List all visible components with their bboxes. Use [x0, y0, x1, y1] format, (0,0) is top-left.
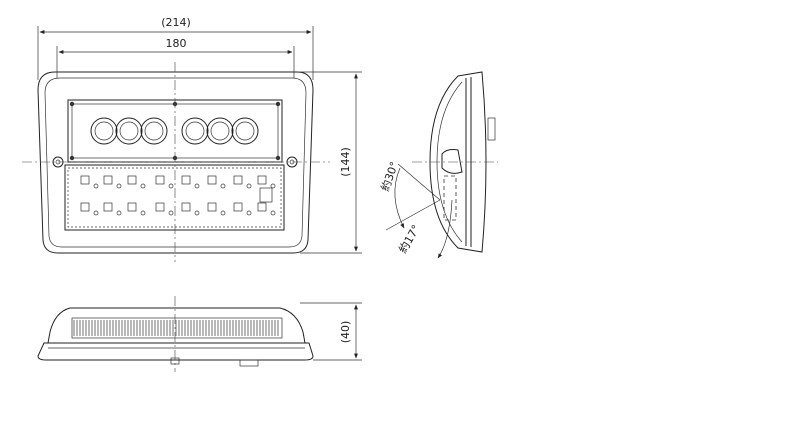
led-dot: [140, 183, 146, 189]
led-dot: [93, 210, 99, 216]
led-dot: [168, 210, 174, 216]
led-dot: [93, 183, 99, 189]
led-dot: [194, 183, 200, 189]
height-label: (144): [339, 147, 352, 177]
led-cell: [155, 175, 165, 185]
led-grid: [80, 175, 276, 216]
led-cell: [181, 202, 191, 212]
led-cell: [127, 202, 137, 212]
led-dot: [116, 210, 122, 216]
dim-height: (144): [300, 71, 362, 254]
led-cell: [257, 175, 267, 185]
bottom-view: [37, 296, 314, 372]
led-dot: [246, 183, 252, 189]
led-cell: [207, 202, 217, 212]
led-dot: [220, 183, 226, 189]
led-cell: [103, 202, 113, 212]
led-cell: [127, 175, 137, 185]
depth-label: (40): [339, 321, 352, 344]
led-dot: [270, 210, 276, 216]
dim-overall-width: (214): [37, 16, 314, 80]
side-view: [412, 71, 498, 253]
side-angle-label: 約17°: [395, 222, 422, 255]
led-cell: [80, 175, 90, 185]
led-cell: [103, 175, 113, 185]
led-cell: [257, 202, 267, 212]
overall-width-label: (214): [161, 16, 191, 29]
fin-row: [73, 320, 279, 336]
led-cell: [207, 175, 217, 185]
led-dot: [168, 183, 174, 189]
lamp-circles: [90, 117, 259, 145]
tilt-angle-label: 約30°: [378, 160, 402, 193]
dim-inner-width: 180: [56, 37, 295, 78]
led-dot: [116, 183, 122, 189]
led-dot: [140, 210, 146, 216]
led-cell: [155, 202, 165, 212]
led-cell: [233, 175, 243, 185]
led-cell: [80, 202, 90, 212]
angle-annotations: 約30° 約17°: [378, 160, 453, 259]
dim-depth: (40): [300, 302, 362, 361]
led-dot: [194, 210, 200, 216]
front-view: [22, 62, 330, 262]
led-dot: [246, 210, 252, 216]
led-dot: [270, 183, 276, 189]
inner-width-label: 180: [166, 37, 187, 50]
led-cell: [181, 175, 191, 185]
led-cell: [233, 202, 243, 212]
led-dot: [220, 210, 226, 216]
